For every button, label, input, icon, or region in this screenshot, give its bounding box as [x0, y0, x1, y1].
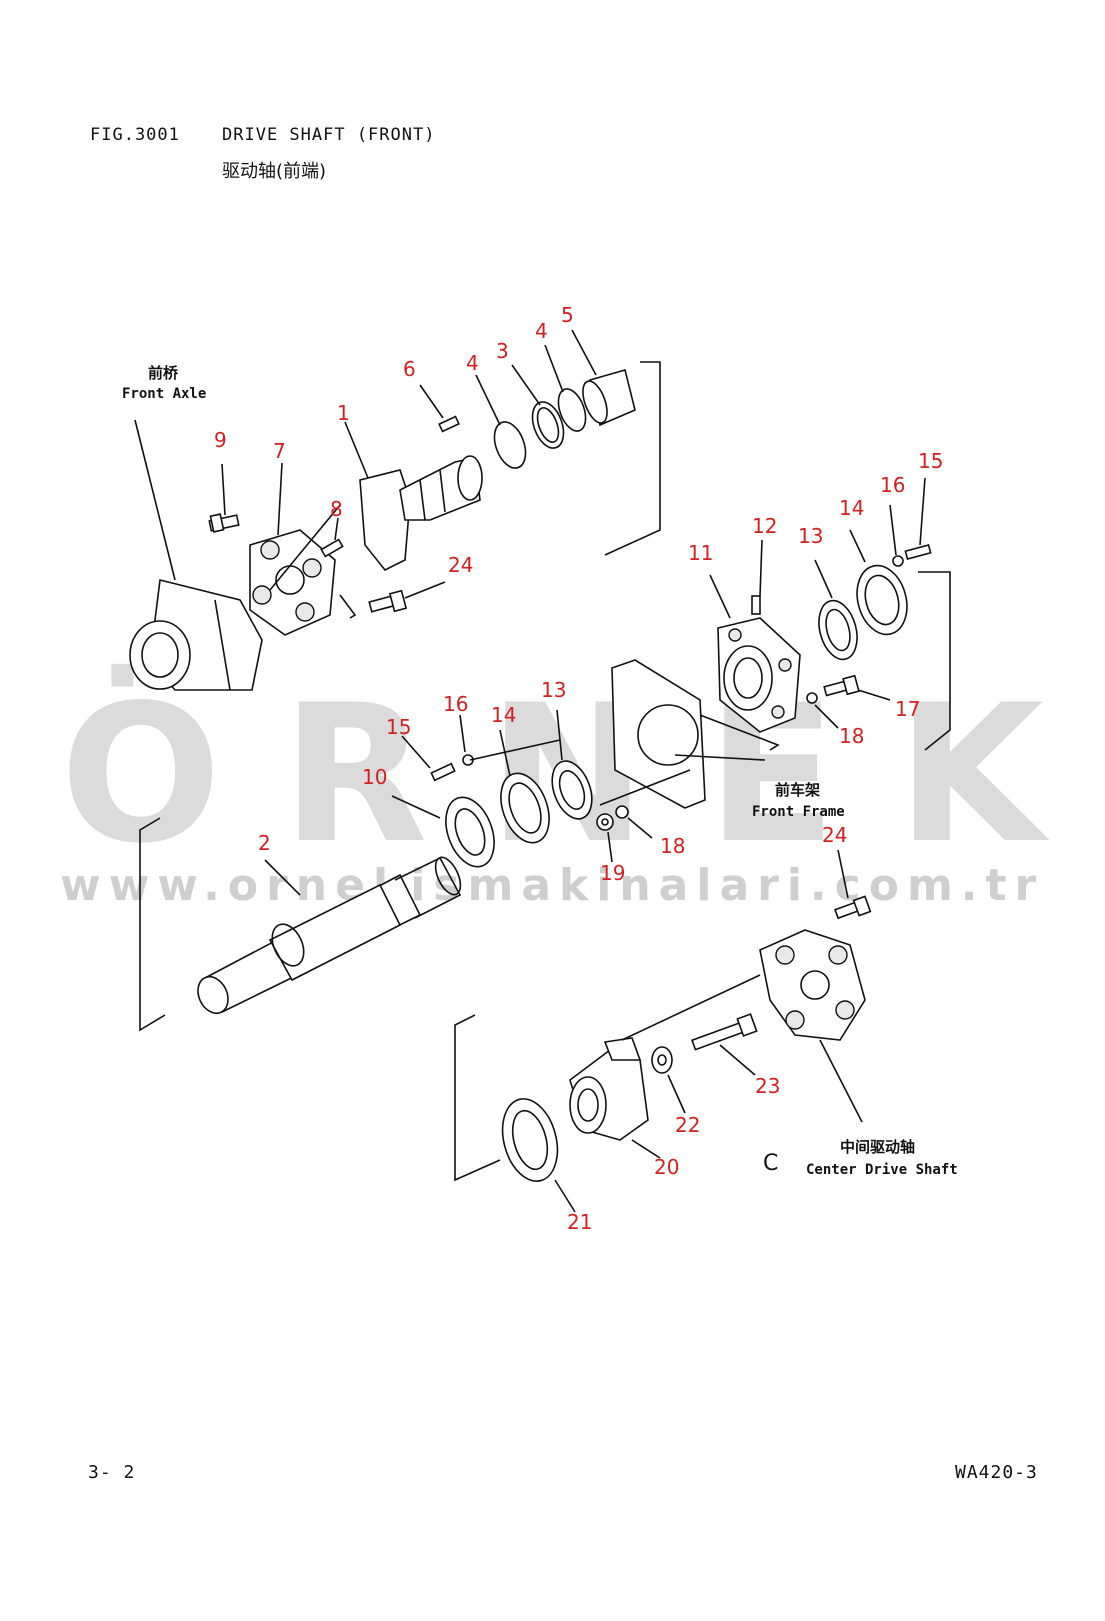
part-10-seal: [445, 796, 495, 868]
callout-24b: 24: [822, 823, 847, 847]
callout-4a: 4: [466, 351, 479, 375]
callout-leaders: [221, 329, 926, 1213]
callout-6: 6: [403, 357, 416, 381]
part-14-cover-lower: [500, 772, 550, 844]
front-frame-plate: [611, 659, 780, 809]
callout-24a: 24: [448, 553, 473, 577]
part-22-washer: [651, 1046, 673, 1074]
part-15-bolt-lower: [430, 762, 456, 782]
front-frame-label-cn: 前车架: [775, 781, 820, 799]
bracket-line-upper: [604, 361, 661, 556]
part-12-bolt: [751, 595, 761, 615]
front-axle-leader: [134, 419, 176, 581]
callout-13a: 13: [798, 524, 823, 548]
callout-14a: 14: [839, 496, 864, 520]
part-15-bolt-upper: [904, 544, 932, 560]
callout-1: 1: [337, 401, 350, 425]
front-axle-label-cn: 前桥: [148, 364, 179, 382]
axis-lines-middle: [469, 739, 691, 806]
callout-2: 2: [258, 831, 271, 855]
callout-4b: 4: [535, 319, 548, 343]
front-axle-label: Front Axle: [122, 386, 206, 402]
callout-9: 9: [214, 428, 227, 452]
part-13-seal-lower: [551, 760, 593, 820]
part-23-bolt: [691, 1013, 758, 1051]
callout-19: 19: [600, 861, 625, 885]
callout-12: 12: [752, 514, 777, 538]
callout-15a: 15: [918, 449, 943, 473]
part-24-bolt-upper: [368, 589, 408, 613]
callout-14b: 14: [491, 703, 516, 727]
part-18-washer-lower: [615, 805, 629, 819]
part-5-sleeve: [582, 369, 636, 427]
callout-5: 5: [561, 303, 574, 327]
callout-18a: 18: [839, 724, 864, 748]
callout-20: 20: [654, 1155, 679, 1179]
callout-22: 22: [675, 1113, 700, 1137]
figure-title-cn: 驱动轴(前端): [222, 161, 327, 182]
view-c-label: C: [763, 1151, 778, 1176]
front-frame-leader: [674, 754, 766, 761]
callout-7: 7: [273, 439, 286, 463]
center-drive-shaft-spider: [759, 929, 866, 1041]
callout-13b: 13: [541, 678, 566, 702]
part-2-drive-shaft: [197, 856, 462, 1015]
callout-16a: 16: [880, 473, 905, 497]
part-14-cover-upper: [856, 564, 908, 636]
part-18-washer-upper: [806, 692, 818, 704]
part-13-seal-upper: [818, 599, 858, 661]
part-20-yoke: [569, 1037, 649, 1141]
callout-17: 17: [895, 697, 920, 721]
part-16-washer-upper: [892, 555, 904, 567]
center-shaft-label: Center Drive Shaft: [806, 1162, 958, 1178]
part-21-seal: [501, 1098, 559, 1182]
part-24-bolt-lower: [834, 895, 872, 920]
part-7-spider: [249, 529, 336, 636]
axis-line-lower: [621, 974, 761, 1041]
part-11-bearing-housing: [717, 617, 801, 733]
center-shaft-leader: [819, 1039, 863, 1123]
callout-3: 3: [496, 339, 509, 363]
part-1-slip-yoke: [359, 455, 483, 572]
part-8-grease-fitting: [320, 538, 344, 558]
part-9-bolt: [208, 513, 240, 533]
front-axle-housing: [129, 579, 263, 691]
part-19-nut: [596, 813, 614, 831]
bracket-line-left: [139, 817, 166, 1032]
part-6-grease-fitting: [438, 415, 460, 433]
callout-16b: 16: [443, 692, 468, 716]
callout-15b: 15: [386, 715, 411, 739]
callout-10: 10: [362, 765, 387, 789]
part-4-ring-b: [557, 388, 587, 432]
figure-title: DRIVE SHAFT (FRONT): [222, 125, 436, 145]
bracket-line-lower: [454, 1014, 501, 1182]
page-number: 3- 2: [88, 1462, 136, 1483]
part-17-bolt: [823, 674, 860, 697]
callout-18b: 18: [660, 834, 685, 858]
callout-8: 8: [330, 497, 343, 521]
front-frame-label: Front Frame: [752, 804, 845, 820]
figure-number: FIG.3001: [90, 125, 180, 145]
callout-21: 21: [567, 1210, 592, 1234]
model-number: WA420-3: [955, 1462, 1038, 1483]
callout-23: 23: [755, 1074, 780, 1098]
bracket-line-right: [918, 571, 951, 751]
callout-11: 11: [688, 541, 713, 565]
part-3-ring: [531, 401, 565, 449]
axis-lines-upper: [269, 504, 357, 619]
part-4-ring-a: [493, 421, 527, 469]
center-shaft-label-cn: 中间驱动轴: [840, 1138, 915, 1156]
